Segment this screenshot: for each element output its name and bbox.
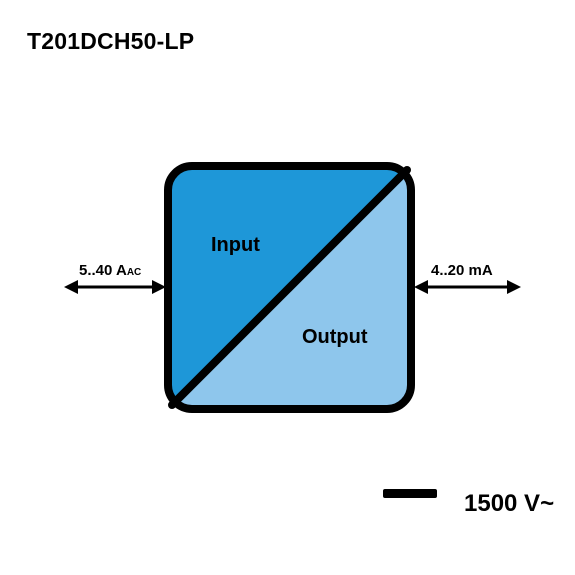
- output-signal-label: 4..20 mA: [431, 262, 493, 279]
- input-signal-label: 5..40 AAC: [79, 262, 141, 279]
- converter-block-border: [164, 162, 415, 413]
- device-model-title: T201DCH50-LP: [27, 28, 195, 54]
- input-signal-unit: AC: [127, 267, 141, 278]
- isolation-voltage: 1500 V~: [464, 490, 555, 517]
- input-arrow: [64, 280, 166, 294]
- isolation-dash: [383, 489, 437, 498]
- input-label: Input: [211, 234, 260, 256]
- input-signal-value: 5..40 A: [79, 262, 127, 279]
- output-arrow: [414, 280, 521, 294]
- output-label: Output: [302, 326, 368, 348]
- isolation-diagonal: [168, 166, 411, 409]
